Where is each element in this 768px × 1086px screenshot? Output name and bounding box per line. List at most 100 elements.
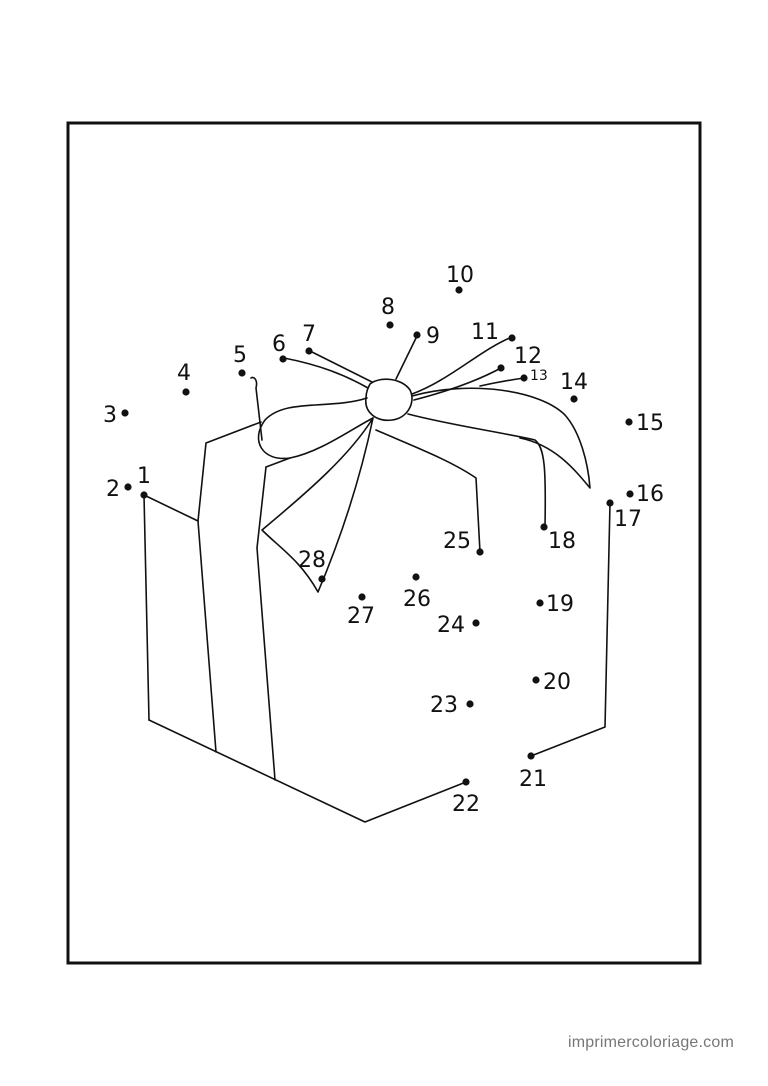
ribbon-band-inner-top — [265, 457, 291, 468]
dot-11: 11 — [471, 320, 516, 345]
ribbon-strand-13 — [479, 377, 525, 387]
dot-number-label: 24 — [437, 613, 465, 638]
dot-number-label: 17 — [614, 507, 642, 532]
box-top-left-edge — [143, 494, 199, 522]
dot-marker — [121, 409, 129, 417]
dot-number-label: 16 — [636, 482, 664, 507]
dot-number-label: 10 — [446, 263, 474, 288]
dot-marker — [182, 388, 190, 396]
dot-number-label: 23 — [430, 693, 458, 718]
dot-number-label: 3 — [103, 403, 117, 428]
dot-number-label: 6 — [272, 332, 286, 357]
dot-marker — [508, 334, 516, 342]
dot-marker — [358, 593, 366, 601]
dot-5: 5 — [233, 343, 247, 377]
dot-marker — [305, 347, 313, 355]
dot-13: 13 — [520, 368, 548, 384]
dot-17: 17 — [606, 499, 642, 532]
dot-marker — [386, 321, 394, 329]
dot-marker — [413, 331, 421, 339]
dot-marker — [124, 483, 132, 491]
dot-24: 24 — [437, 613, 480, 638]
site-watermark: imprimercoloriage.com — [567, 1034, 734, 1051]
dot-marker — [279, 355, 287, 363]
dot-21: 21 — [519, 752, 547, 792]
dot-10: 10 — [446, 263, 474, 294]
ribbon-strand-9 — [395, 335, 418, 380]
dot-number-label: 2 — [106, 477, 120, 502]
dot-number-label: 4 — [177, 361, 191, 386]
dot-number-label: 1 — [137, 464, 151, 489]
dot-number-label: 8 — [381, 295, 395, 320]
dot-marker — [238, 369, 246, 377]
dot-marker — [626, 490, 634, 498]
dot-26: 26 — [403, 573, 431, 612]
ribbon-strand-6 — [283, 357, 369, 389]
dot-number-label: 13 — [530, 368, 548, 384]
gift-outline-drawing — [143, 335, 611, 823]
dot-marker — [497, 364, 505, 372]
dot-marker — [540, 523, 548, 531]
dot-25: 25 — [443, 529, 484, 556]
dot-marker — [527, 752, 535, 760]
ribbon-strand-11 — [411, 336, 513, 395]
dot-number-label: 12 — [514, 344, 542, 369]
box-right-bottom-edge — [530, 502, 611, 757]
dot-20: 20 — [532, 670, 571, 695]
dot-marker — [476, 548, 484, 556]
dot-8: 8 — [381, 295, 395, 329]
ribbon-band-left-down — [197, 520, 217, 753]
ribbon-right-tail — [407, 413, 547, 528]
dot-marker — [466, 700, 474, 708]
dot-28: 28 — [298, 548, 326, 583]
dot-number-label: 15 — [636, 411, 664, 436]
dot-number-label: 26 — [403, 587, 431, 612]
dot-marker — [455, 286, 463, 294]
ribbon-knot — [365, 378, 413, 422]
dot-4: 4 — [177, 361, 191, 396]
box-bottom-edge — [148, 719, 467, 823]
dot-marker — [570, 395, 578, 403]
page-frame — [66, 121, 702, 965]
dot-22: 22 — [452, 778, 480, 817]
ribbon-strand-7 — [309, 350, 373, 383]
dot-marker — [536, 599, 544, 607]
dot-7: 7 — [302, 322, 316, 355]
ribbon-left-tail — [261, 417, 374, 593]
ribbon-strand-5 — [250, 376, 263, 441]
dot-19: 19 — [536, 592, 574, 617]
dot-marker — [462, 778, 470, 786]
dot-number-label: 21 — [519, 767, 547, 792]
ribbon-strand-12 — [413, 367, 502, 401]
dot-1: 1 — [137, 464, 151, 499]
dot-14: 14 — [560, 370, 588, 403]
dot-23: 23 — [430, 693, 474, 718]
dot-number-label: 20 — [543, 670, 571, 695]
dot-marker — [606, 499, 614, 507]
dot-number-label: 11 — [471, 320, 499, 345]
dot-marker — [412, 573, 420, 581]
ribbon-band-right — [256, 466, 276, 781]
dot-marker — [532, 676, 540, 684]
ribbon-left-loop — [257, 397, 374, 460]
dot-number-label: 7 — [302, 322, 316, 347]
dot-3: 3 — [103, 403, 129, 428]
dot-number-label: 18 — [548, 529, 576, 554]
dot-number-label: 28 — [298, 548, 326, 573]
dot-number-label: 22 — [452, 792, 480, 817]
dot-marker — [520, 374, 528, 382]
dot-12: 12 — [497, 344, 542, 372]
dot-15: 15 — [625, 411, 664, 436]
ribbon-right-loop — [411, 387, 591, 489]
dot-27: 27 — [347, 593, 375, 629]
dot-2: 2 — [106, 477, 132, 502]
dot-marker — [318, 575, 326, 583]
dot-number-label: 25 — [443, 529, 471, 554]
box-left-edge — [143, 494, 150, 721]
dot-number-label: 14 — [560, 370, 588, 395]
dot-number-label: 19 — [546, 592, 574, 617]
dot-marker — [625, 418, 633, 426]
ribbon-lower-tail — [375, 429, 481, 553]
